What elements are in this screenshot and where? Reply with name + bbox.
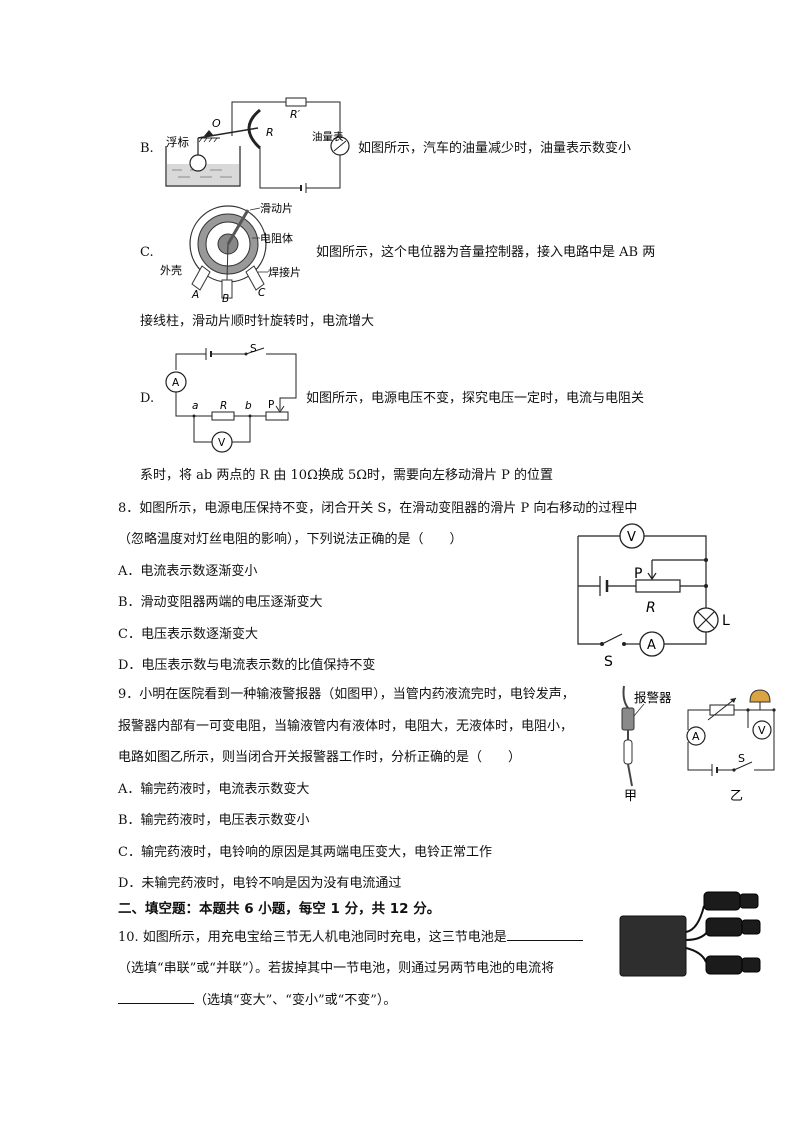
point-b-label: b [245, 400, 252, 412]
q8-stem-1: 8．如图所示，电源电压保持不变，闭合开关 S，在滑动变阻器的滑片 P 向右移动的… [118, 501, 638, 516]
slider-label: 滑动片 [260, 202, 293, 215]
drone-battery [703, 891, 741, 911]
resistor-r-label: R [266, 126, 274, 139]
solder-pad-label: 焊接片 [268, 265, 301, 279]
option-b-text: 如图所示，汽车的油量减少时，油量表示数变小 [358, 141, 632, 156]
option-d-letter: D. [140, 391, 155, 406]
terminal-b-label: B [222, 293, 229, 305]
iv-alarm-figure: 报警器 甲 [621, 685, 672, 804]
switch-s-label: S [604, 654, 613, 670]
q10-line-3: （选填“变大”、“变小”或“不变”）。 [118, 991, 396, 1010]
point-a-label: a [192, 400, 198, 412]
drone-battery [705, 955, 743, 975]
resistor-rprime-label: R′ [290, 108, 301, 121]
q10-blank-1[interactable] [506, 928, 583, 941]
power-bank [619, 915, 687, 977]
ammeter-label: A [647, 638, 656, 653]
meter-label: 油量表 [312, 130, 344, 143]
q8-option-c: C．电压表示数逐渐变大 [118, 627, 258, 642]
alarm-label: 报警器 [634, 690, 672, 705]
q8-option-a: A．电流表示数逐渐变小 [118, 564, 258, 579]
section-2-heading: 二、填空题：本题共 6 小题，每空 1 分，共 12 分。 [118, 901, 441, 917]
pivot-label: O [212, 117, 221, 130]
q8-circuit-diagram: V P R L A S [577, 523, 730, 670]
option-d-text: 如图所示，电源电压不变，探究电压一定时，电流与电阻关 [306, 391, 645, 406]
option-c-text-2: 接线柱，滑动片顺时针旋转时，电流增大 [140, 314, 375, 329]
switch-s-label: S [738, 752, 745, 765]
slider-p-label: P [268, 399, 274, 411]
q8-stem-2: （忽略温度对灯丝电阻的影响），下列说法正确的是（ ） [118, 532, 463, 547]
resistor-body-label: 电阻体 [260, 231, 293, 245]
option-c-text: 如图所示，这个电位器为音量控制器，接入电路中是 AB 两 [316, 245, 656, 260]
bell [749, 689, 771, 703]
q9-option-b: B．输完药液时，电压表示数变小 [118, 813, 310, 828]
figure-yi-label: 乙 [730, 789, 743, 804]
q10-line-1: 10. 如图所示，用充电宝给三节无人机电池同时充电，这三节电池是 [118, 928, 583, 947]
q9-stem-2: 报警器内部有一可变电阻，当输液管内有液体时，电阻大，无液体时，电阻小， [118, 719, 574, 734]
q9-stem-3: 电路如图乙所示，则当闭合开关报警器工作时，分析正确的是（ ） [118, 750, 522, 765]
q8-option-d: D．电压表示数与电流表示数的比值保持不变 [118, 658, 376, 673]
q10-line-1-text: 10. 如图所示，用充电宝给三节无人机电池同时充电，这三节电池是 [118, 930, 507, 945]
q9-option-d: D．未输完药液时，电铃不响是因为没有电流通过 [118, 876, 402, 891]
q9-stem-1: 9．小明在医院看到一种输液警报器（如图甲），当管内药液流完时，电铃发声， [118, 687, 575, 702]
q10-line-3-text: （选填“变大”、“变小”或“不变”）。 [194, 993, 397, 1008]
ammeter [686, 726, 706, 746]
rheostat-r-label: R [646, 600, 656, 616]
alarm-device [621, 707, 635, 731]
ammeter-label: A [692, 730, 700, 743]
shell-label: 外壳 [160, 263, 182, 277]
q8-option-b: B．滑动变阻器两端的电压逐渐变大 [118, 595, 323, 610]
lamp-label: L [722, 613, 730, 629]
fuel-gauge-diagram: O 浮标 R R′ 油量表 [165, 97, 350, 193]
q9-option-a: A．输完药液时，电流表示数变大 [118, 782, 310, 797]
slider-p-label: P [634, 566, 642, 582]
voltmeter-label: V [218, 437, 226, 449]
q9-option-c: C．输完药液时，电铃响的原因是其两端电压变大，电铃正常工作 [118, 845, 492, 860]
potentiometer-diagram: 滑动片 电阻体 焊接片 外壳 A B C [160, 202, 301, 305]
option-c-letter: C. [140, 245, 154, 260]
terminal-a-label: A [191, 289, 199, 301]
alarm-circuit-diagram: V A S 乙 [686, 689, 776, 804]
q10-line-2: （选填“串联”或“并联”）。若拔掉其中一节电池，则通过另两节电池的电流将 [118, 961, 555, 976]
ammeter-label: A [172, 377, 180, 389]
resistor-r-label-d: R [220, 400, 227, 412]
option-b-letter: B. [140, 141, 154, 156]
float-label: 浮标 [166, 135, 189, 149]
voltmeter [752, 720, 772, 740]
option-d-text-2: 系时，将 ab 两点的 R 由 10Ω换成 5Ω时，需要向左移动滑片 P 的位置 [140, 468, 554, 483]
figure-jia-label: 甲 [624, 789, 637, 804]
voltmeter-label: V [627, 530, 636, 545]
float-ball [189, 154, 207, 172]
terminal-c-label: C [258, 287, 266, 299]
power-bank-figure [619, 891, 761, 977]
switch-s-label: S [250, 343, 257, 355]
drone-battery [705, 917, 743, 937]
voltmeter-label: V [758, 724, 766, 737]
q10-blank-2[interactable] [118, 991, 194, 1004]
ohm-circuit-diagram: S A a R b P V [165, 343, 297, 453]
